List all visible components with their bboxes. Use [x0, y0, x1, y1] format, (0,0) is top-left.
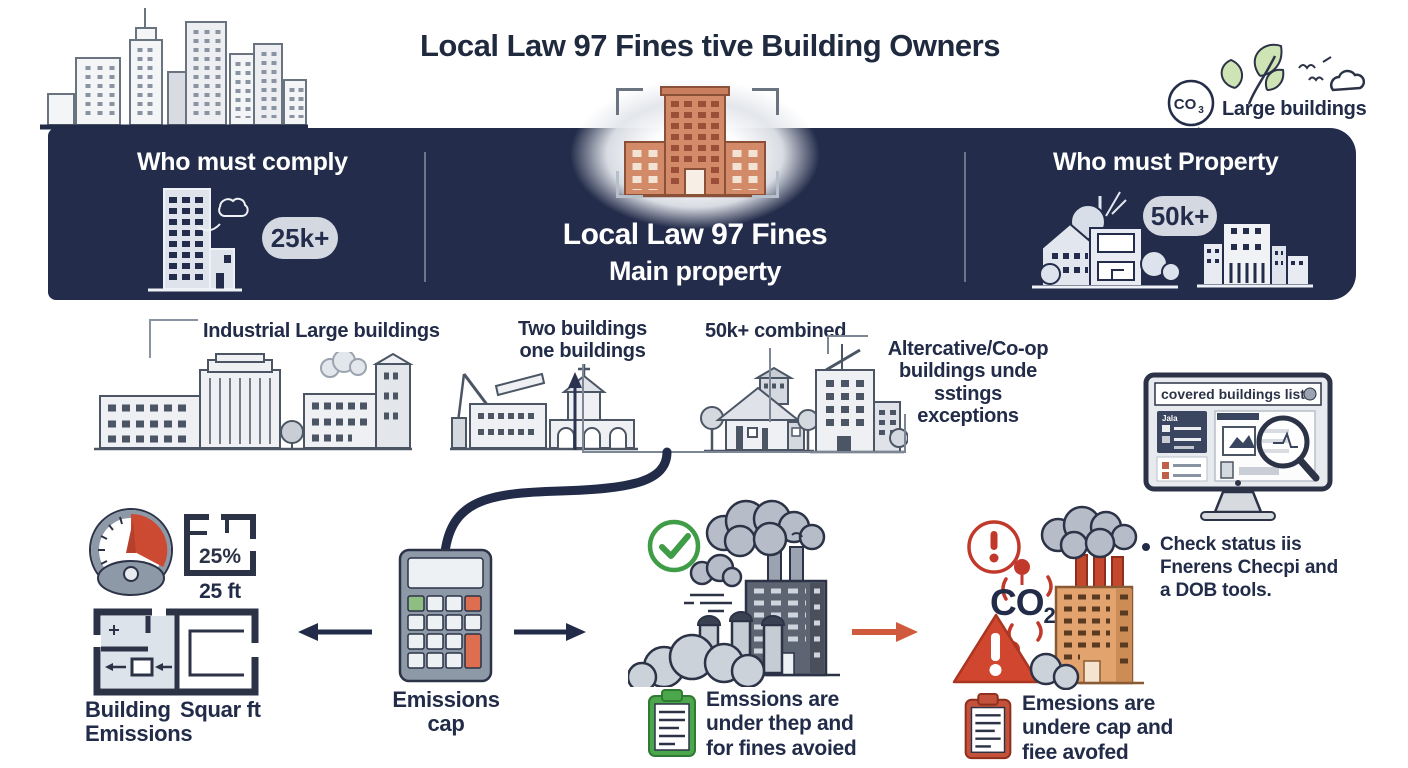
- photo-icon: [1229, 435, 1255, 448]
- who-must-property-heading: Who must Property: [1053, 148, 1279, 176]
- cloud-icon: [1330, 69, 1366, 92]
- search-icon: [1303, 387, 1317, 401]
- label-combined: 50k+ combined: [705, 320, 847, 342]
- large-buildings-caption: Large buildings: [1222, 98, 1367, 120]
- clipboard-icon: [1220, 461, 1234, 479]
- main-building-icon: [615, 84, 775, 209]
- feet-label: 25 ft: [199, 580, 241, 603]
- banner-left-building-icon: [140, 183, 250, 300]
- banner-divider-left: [424, 152, 426, 282]
- check-circle-icon: [647, 519, 701, 573]
- emissions-cap-label: Emissions cap: [392, 687, 500, 737]
- red-clipboard-icon: [962, 692, 1014, 767]
- frame-bracket-bottom-right: [752, 171, 779, 198]
- banner-divider-right: [964, 152, 966, 282]
- banner-right-buildings-right-icon: [1195, 215, 1315, 298]
- floorplan-percent-icon: 25%: [183, 513, 257, 582]
- badge-50k: 50k+: [1143, 196, 1217, 236]
- monitor-sidebar-label: Jala: [1162, 414, 1178, 423]
- coop-building-icon: [806, 342, 909, 461]
- page-title: Local Law 97 Fines tive Building Owners: [420, 28, 1000, 63]
- gauge-icon: [85, 508, 177, 603]
- combined-house-icon: [700, 366, 819, 461]
- calculator-icon: [398, 548, 493, 688]
- compliant-note: Emssions are under thep and for fines av…: [706, 688, 857, 760]
- badge-25k: 25k+: [262, 217, 338, 259]
- cloud-icon: [218, 197, 249, 217]
- label-two-buildings: Two buildings one buildings: [517, 318, 648, 363]
- green-clipboard-icon: [646, 688, 698, 765]
- percent-label: 25%: [199, 545, 241, 568]
- monitor-header-label: covered buildings list: [1161, 386, 1305, 402]
- frame-bracket-bottom-left: [616, 171, 643, 198]
- floorplan-large-icon: [92, 607, 260, 704]
- frame-bracket-top-left: [616, 88, 643, 115]
- two-buildings-icon: [450, 356, 638, 461]
- industrial-buildings-icon: [92, 349, 414, 461]
- bullet-dot: [1142, 543, 1150, 551]
- birds-icon: [1298, 64, 1316, 70]
- banner-right-buildings-left-icon: [1028, 186, 1183, 299]
- noncompliant-building-icon: [948, 505, 1148, 695]
- co2-circle-sub: 3: [1198, 105, 1204, 116]
- building-emissions-label: Building Emissions: [85, 697, 193, 747]
- label-coop: Altercative/Co-op buildings unde sstings…: [887, 338, 1049, 428]
- city-skyline-illustration: [40, 2, 310, 135]
- who-must-comply-heading: Who must comply: [137, 148, 348, 176]
- noncompliant-note: Emesions are undere cap and fiee avofed: [1022, 692, 1174, 764]
- square-ft-label: Squar ft: [180, 697, 261, 722]
- label-industrial: Industrial Large buildings: [203, 320, 440, 342]
- check-status-note: Check status iis Fnerens Checpi and a DO…: [1160, 534, 1338, 601]
- covered-buildings-monitor: covered buildings list Jala: [1143, 372, 1339, 529]
- banner-center-line2: Main property: [608, 256, 782, 286]
- co2-label: CO2: [990, 582, 1056, 628]
- banner-center-line1: Local Law 97 Fines: [562, 218, 828, 251]
- plant-illustration: [1205, 36, 1366, 115]
- frame-bracket-top-right: [752, 88, 779, 115]
- co2-circle-label: CO: [1174, 96, 1197, 113]
- compliant-building-icon: [626, 495, 850, 693]
